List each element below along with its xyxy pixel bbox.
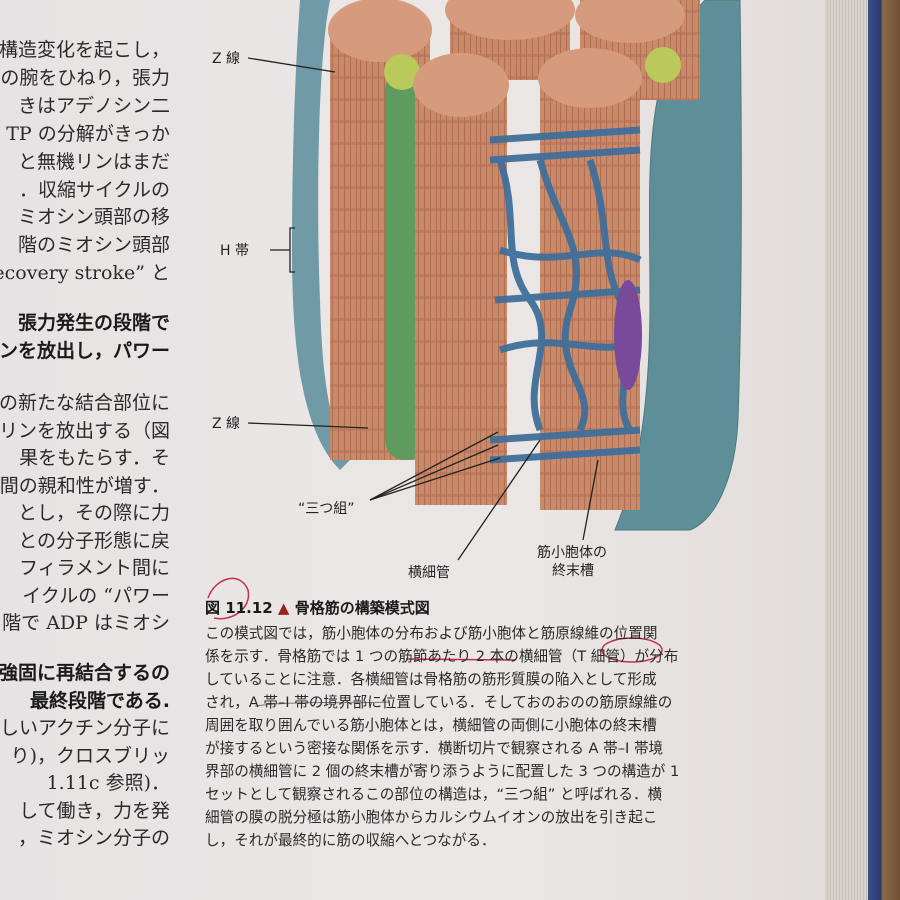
body-text-line: 最終段階である. bbox=[29, 690, 170, 712]
body-text-line: 階で ADP はミオシ bbox=[2, 612, 170, 634]
myofibril-top bbox=[445, 0, 575, 40]
caption-line: この模式図では，筋小胞体の分布および筋小胞体と筋原線維の位置関 bbox=[205, 625, 658, 642]
body-text-line: ミオシン頭部の移 bbox=[17, 206, 170, 228]
figure-caption-title: 図 11.12 ▲ 骨格筋の構築模式図 bbox=[205, 597, 430, 618]
body-text-line: との分子形態に戻 bbox=[18, 530, 170, 552]
body-text-line: recovery stroke” と bbox=[0, 262, 170, 284]
body-text-line: フィラメント間に bbox=[18, 557, 170, 579]
page-stack-edge bbox=[825, 0, 870, 900]
handwritten-underline bbox=[405, 658, 516, 661]
caption-line: セットとして観察されるこの部位の構造は，“三つ組” と呼ばれる．横 bbox=[205, 786, 663, 803]
body-text-line: 強固に再結合するの bbox=[0, 662, 170, 684]
body-text-line: リンを放出する（図 bbox=[0, 420, 170, 442]
triangle-marker-icon: ▲ bbox=[277, 599, 290, 617]
mitochondrion-top bbox=[645, 47, 681, 83]
figure-number: 図 11.12 bbox=[205, 599, 273, 617]
body-text-line: イクルの “パワー bbox=[22, 585, 170, 607]
mitochondrion-top bbox=[384, 54, 420, 90]
body-text-line: の腕をひねり，張力 bbox=[0, 67, 170, 89]
sarcoplasmic-reticulum bbox=[489, 126, 642, 464]
body-text-line: ，ミオシン分子の bbox=[17, 827, 170, 849]
pencil-underline bbox=[254, 701, 391, 707]
myofibril-top bbox=[328, 0, 432, 62]
caption-line: 細管の膜の脱分極は筋小胞体からカルシウムイオンの放出を引き起こ bbox=[205, 809, 658, 826]
label-h-band: H 帯 bbox=[220, 243, 249, 259]
body-text-line: きはアデノシン二 bbox=[17, 95, 170, 117]
body-text-line: TP の分解がきっか bbox=[6, 123, 170, 145]
sarcolemma-outer bbox=[292, 0, 350, 470]
caption-line: し，それが最終的に筋の収縮へとつながる． bbox=[205, 832, 496, 849]
sarcolemma-right bbox=[614, 0, 742, 531]
body-text-line: ．収縮サイクルの bbox=[18, 179, 170, 201]
label-z-line-top: Z 線 bbox=[212, 51, 241, 67]
label-z-line-bottom: Z 線 bbox=[212, 416, 241, 432]
body-text-line: ンを放出し，パワー bbox=[0, 340, 170, 362]
nucleus bbox=[614, 280, 642, 390]
label-terminal-cisternae-2: 終末槽 bbox=[552, 563, 594, 579]
leader-lines bbox=[247, 57, 599, 561]
myofibril-top bbox=[538, 48, 642, 108]
body-text-line: 間の親和性が増す． bbox=[0, 475, 170, 497]
label-triad: “三つ組” bbox=[298, 501, 355, 517]
book-cover-edge bbox=[868, 0, 900, 900]
myofibril-top bbox=[413, 53, 509, 117]
body-text-line: り)，クロスブリッ bbox=[10, 745, 170, 767]
label-t-tubule: 横細管 bbox=[408, 565, 450, 581]
body-text-line: と無機リンはまだ bbox=[17, 151, 170, 173]
body-text-line: 構造変化を起こし， bbox=[0, 39, 170, 61]
caption-line: していることに注意．各横細管は骨格筋の筋形質膜の陥入として形成 bbox=[205, 671, 657, 688]
handwritten-circle bbox=[207, 577, 250, 620]
body-text-line: しいアクチン分子に bbox=[0, 717, 170, 739]
handwritten-circle bbox=[601, 637, 663, 663]
body-text-line: 1.11c 参照)． bbox=[46, 772, 170, 794]
body-text-line: 階のミオシン頭部 bbox=[17, 234, 170, 256]
caption-line: 界部の横細管に 2 個の終末槽が寄り添うように配置した 3 つの構造が 1 bbox=[205, 763, 680, 780]
myofibril-top bbox=[575, 0, 685, 43]
body-text-line: して働き，力を発 bbox=[19, 800, 170, 822]
body-text-line: とし，その際に力 bbox=[17, 502, 170, 524]
caption-line: され，A 帯–I 帯の境界部に位置している．そしておのおのの筋原線維の bbox=[205, 694, 673, 711]
body-text-line: 張力発生の段階で bbox=[17, 312, 170, 334]
caption-line: 周囲を取り囲んでいる筋小胞体とは，横細管の両側に小胞体の終末槽 bbox=[205, 717, 657, 734]
caption-line: が接するという密接な関係を示す．横断切片で観察される A 帯–I 帯境 bbox=[205, 740, 664, 757]
body-text-line: 果をもたらす．そ bbox=[19, 447, 170, 469]
caption-line: 係を示す．骨格筋では 1 つの筋節あたり 2 本の横細管（T 細管）が分布 bbox=[205, 648, 679, 665]
figure-title: 骨格筋の構築模式図 bbox=[294, 599, 430, 617]
body-text-line: の新たな結合部位に bbox=[0, 392, 170, 414]
label-terminal-cisternae-1: 筋小胞体の bbox=[537, 545, 607, 561]
